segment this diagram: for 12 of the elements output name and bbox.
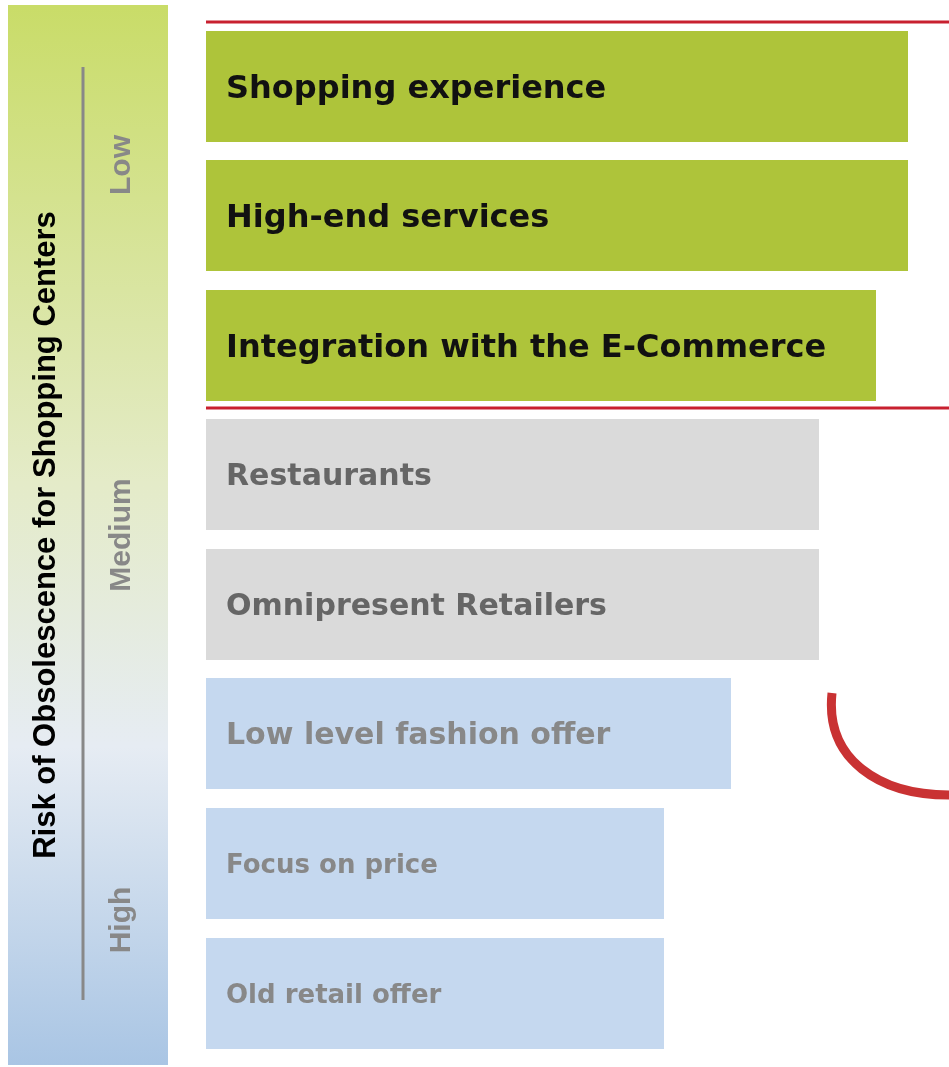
category-bar: Omnipresent Retailers <box>206 549 819 660</box>
axis-label: Low <box>103 135 137 195</box>
category-bar: Old retail offer <box>206 938 664 1049</box>
category-bar: Shopping experience <box>206 31 908 142</box>
axis-label: High <box>103 886 137 954</box>
axis-title: Risk of Obsolescence for Shopping Centers <box>27 211 63 859</box>
category-bar: Restaurants <box>206 419 819 530</box>
category-bar: Focus on price <box>206 808 664 919</box>
category-bar: Integration with the E-Commerce <box>206 290 876 401</box>
axis-label: Medium <box>103 478 137 592</box>
category-bar: Low level fashion offer <box>206 678 731 789</box>
category-bar: High-end services <box>206 160 908 271</box>
